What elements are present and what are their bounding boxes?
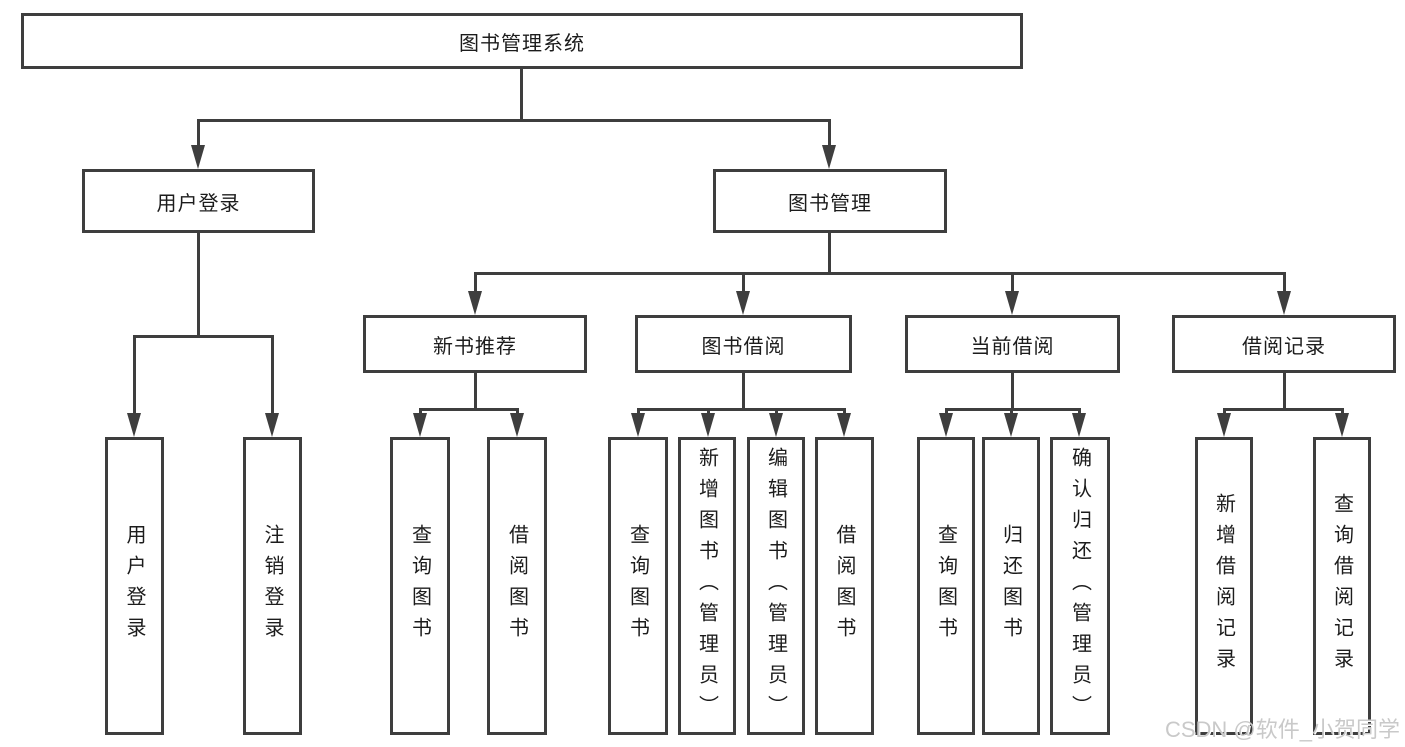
arrow-down-icon — [265, 413, 279, 437]
node-leaf-query-books-current: 查询图书 — [917, 437, 975, 735]
node-label: 编辑图书（管理员） — [764, 446, 787, 726]
node-leaf-query-books-recommend: 查询图书 — [390, 437, 450, 735]
arrow-down-icon — [1004, 413, 1018, 437]
node-label: 查询图书 — [934, 524, 957, 648]
connector-line — [197, 233, 200, 335]
node-label: 图书管理系统 — [459, 32, 585, 55]
connector-line — [133, 335, 274, 338]
node-label: 借阅图书 — [505, 524, 528, 648]
node-leaf-add-book-admin: 新增图书（管理员） — [678, 437, 736, 735]
arrow-down-icon — [413, 413, 427, 437]
arrow-down-icon — [1335, 413, 1349, 437]
node-label: 查询图书 — [626, 524, 649, 648]
node-leaf-logout: 注销登录 — [243, 437, 302, 735]
node-label: 新增借阅记录 — [1212, 493, 1235, 679]
node-leaf-add-borrow-record: 新增借阅记录 — [1195, 437, 1253, 735]
connector-line — [1223, 408, 1226, 416]
node-label: 借阅记录 — [1242, 335, 1326, 358]
connector-line — [1011, 373, 1014, 408]
node-leaf-borrow-books-recommend: 借阅图书 — [487, 437, 547, 735]
arrow-down-icon — [631, 413, 645, 437]
arrow-down-icon — [1072, 413, 1086, 437]
node-label: 用户登录 — [156, 192, 241, 215]
node-label: 查询图书 — [408, 524, 431, 648]
connector-line — [1283, 272, 1286, 294]
connector-line — [742, 373, 745, 408]
arrow-down-icon — [701, 413, 715, 437]
arrow-down-icon — [510, 413, 524, 437]
connector-line — [271, 335, 274, 415]
node-leaf-edit-book-admin: 编辑图书（管理员） — [747, 437, 805, 735]
watermark-text: CSDN @软件_小贺同学 — [1164, 717, 1400, 742]
connector-line — [133, 335, 136, 415]
node-leaf-query-books-borrowing: 查询图书 — [608, 437, 668, 735]
connector-line — [637, 408, 640, 416]
node-user-login: 用户登录 — [82, 169, 315, 233]
arrow-down-icon — [769, 413, 783, 437]
node-label: 查询借阅记录 — [1330, 493, 1353, 679]
connector-line — [520, 69, 523, 119]
connector-line — [474, 272, 477, 294]
node-leaf-return-book: 归还图书 — [982, 437, 1040, 735]
connector-line — [516, 408, 519, 416]
connector-line — [843, 408, 846, 416]
connector-line — [197, 119, 200, 149]
node-leaf-query-borrow-record: 查询借阅记录 — [1313, 437, 1371, 735]
arrow-down-icon — [127, 413, 141, 437]
node-library-management-system: 图书管理系统 — [21, 13, 1023, 69]
arrow-down-icon — [822, 145, 836, 169]
arrow-down-icon — [1217, 413, 1231, 437]
connector-line — [197, 119, 831, 122]
connector-line — [1283, 373, 1286, 408]
node-label: 归还图书 — [999, 524, 1022, 648]
connector-line — [637, 408, 846, 411]
connector-line — [1223, 408, 1344, 411]
arrow-down-icon — [837, 413, 851, 437]
node-leaf-user-login: 用户登录 — [105, 437, 164, 735]
arrow-down-icon — [191, 145, 205, 169]
connector-line — [945, 408, 1081, 411]
connector-line — [419, 408, 519, 411]
arrow-down-icon — [736, 291, 750, 315]
connector-line — [1078, 408, 1081, 416]
connector-line — [1341, 408, 1344, 416]
node-leaf-confirm-return-admin: 确认归还（管理员） — [1050, 437, 1110, 735]
node-label: 新书推荐 — [433, 335, 517, 358]
node-label: 图书借阅 — [701, 335, 786, 358]
connector-line — [775, 408, 778, 416]
node-borrowing-records: 借阅记录 — [1172, 315, 1396, 373]
node-label: 确认归还（管理员） — [1068, 446, 1091, 726]
connector-line — [474, 373, 477, 408]
arrow-down-icon — [468, 291, 482, 315]
connector-line — [1010, 408, 1013, 416]
node-book-management: 图书管理 — [713, 169, 947, 233]
node-label: 用户登录 — [123, 524, 145, 648]
connector-line — [828, 233, 831, 272]
connector-line — [945, 408, 948, 416]
arrow-down-icon — [1277, 291, 1291, 315]
node-current-borrowing: 当前借阅 — [905, 315, 1120, 373]
connector-line — [828, 119, 831, 149]
node-leaf-borrow-books-borrowing: 借阅图书 — [815, 437, 874, 735]
node-label: 新增图书（管理员） — [695, 446, 718, 726]
node-label: 注销登录 — [261, 524, 283, 648]
node-new-book-recommendation: 新书推荐 — [363, 315, 587, 373]
node-label: 图书管理 — [788, 192, 872, 215]
node-label: 借阅图书 — [833, 524, 855, 648]
connector-line — [419, 408, 422, 416]
connector-line — [1011, 272, 1014, 294]
connector-line — [742, 272, 745, 294]
arrow-down-icon — [1005, 291, 1019, 315]
connector-line — [474, 272, 1285, 275]
connector-line — [707, 408, 710, 416]
node-book-borrowing: 图书借阅 — [635, 315, 852, 373]
node-label: 当前借阅 — [970, 335, 1055, 358]
arrow-down-icon — [939, 413, 953, 437]
